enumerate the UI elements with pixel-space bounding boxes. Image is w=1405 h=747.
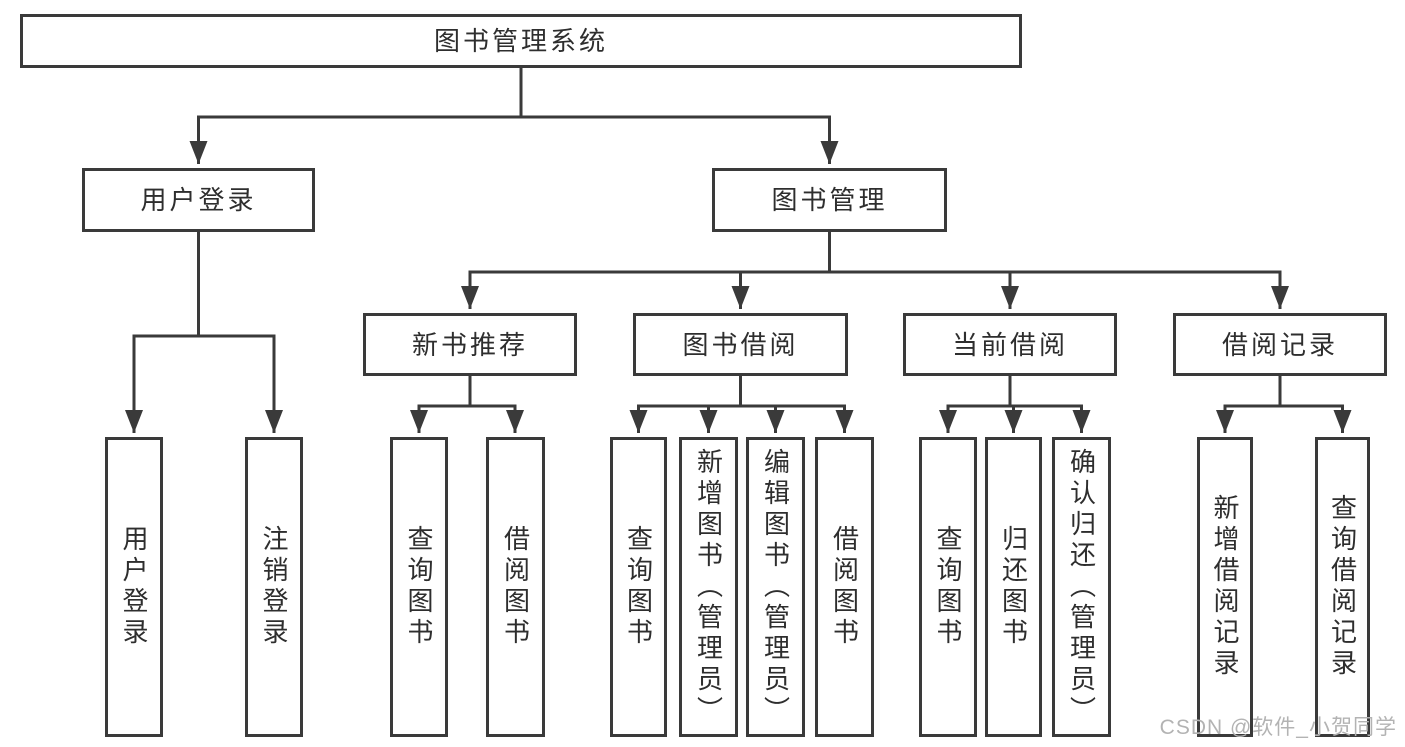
watermark: CSDN @软件_小贺同学 xyxy=(1159,716,1397,739)
connector-root-split xyxy=(189,67,839,164)
leaf-label: 编辑图书（管理员） xyxy=(760,447,791,727)
leaf-borrow-books-recommend: 借阅图书 xyxy=(486,437,545,737)
connector-new-book-split xyxy=(410,375,524,433)
node-label: 图书借阅 xyxy=(682,329,799,360)
leaf-query-borrow-record: 查询借阅记录 xyxy=(1315,437,1370,737)
connector-current-borrowing-split xyxy=(939,375,1091,433)
node-user-login: 用户登录 xyxy=(82,168,315,232)
connector-book-borrowing-split xyxy=(629,375,854,433)
leaf-query-books-current: 查询图书 xyxy=(919,437,977,737)
leaf-label: 借阅图书 xyxy=(829,525,860,649)
leaf-label: 新增图书（管理员） xyxy=(693,447,724,727)
leaf-label: 用户登录 xyxy=(119,525,149,649)
leaf-return-books: 归还图书 xyxy=(985,437,1042,737)
node-label: 图书管理系统 xyxy=(433,26,608,56)
leaf-add-books-admin: 新增图书（管理员） xyxy=(679,437,738,737)
connector-borrowing-records-split xyxy=(1216,375,1352,433)
leaf-label: 查询图书 xyxy=(933,525,963,649)
node-book-borrowing: 图书借阅 xyxy=(633,313,848,376)
leaf-query-books-recommend: 查询图书 xyxy=(390,437,448,737)
node-book-management: 图书管理 xyxy=(712,168,947,232)
node-label: 用户登录 xyxy=(140,185,257,215)
leaf-logout: 注销登录 xyxy=(245,437,303,737)
leaf-label: 注销登录 xyxy=(259,525,289,649)
node-library-management-system: 图书管理系统 xyxy=(20,14,1022,68)
node-label: 图书管理 xyxy=(771,185,888,215)
node-new-book-recommendation: 新书推荐 xyxy=(363,313,577,376)
leaf-edit-books-admin: 编辑图书（管理员） xyxy=(746,437,805,737)
node-borrowing-records: 借阅记录 xyxy=(1173,313,1387,376)
connector-user-login-split xyxy=(125,231,283,433)
leaf-label: 归还图书 xyxy=(998,525,1029,649)
leaf-label: 查询图书 xyxy=(623,525,654,649)
leaf-label: 确认归还（管理员） xyxy=(1066,447,1097,727)
leaf-add-borrow-record: 新增借阅记录 xyxy=(1197,437,1253,737)
node-label: 借阅记录 xyxy=(1221,329,1338,360)
leaf-label: 查询图书 xyxy=(404,525,434,649)
leaf-confirm-return-admin: 确认归还（管理员） xyxy=(1052,437,1111,737)
leaf-label: 借阅图书 xyxy=(500,525,531,649)
node-label: 新书推荐 xyxy=(411,329,528,360)
leaf-label: 新增借阅记录 xyxy=(1210,494,1240,680)
node-label: 当前借阅 xyxy=(951,329,1068,360)
leaf-query-books-borrowing: 查询图书 xyxy=(610,437,667,737)
leaf-user-login: 用户登录 xyxy=(105,437,163,737)
leaf-label: 查询借阅记录 xyxy=(1327,494,1358,680)
node-current-borrowing: 当前借阅 xyxy=(903,313,1117,376)
connector-book-management-split xyxy=(461,231,1289,309)
leaf-borrow-books-borrowing: 借阅图书 xyxy=(815,437,874,737)
